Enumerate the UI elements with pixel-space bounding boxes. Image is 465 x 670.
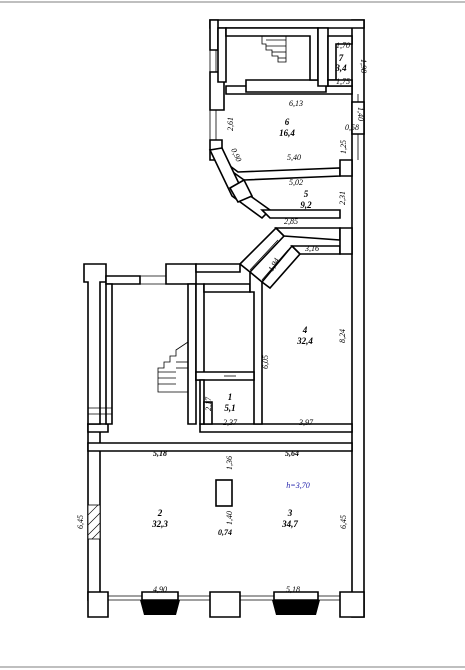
bottom-window-piers — [108, 595, 340, 615]
dim-r7-top: 1,70 — [336, 41, 350, 50]
room-area: 32,4 — [296, 336, 313, 346]
room-area: 32,3 — [151, 519, 168, 529]
room-2-label: 2 32,3 — [151, 508, 168, 529]
dim-r5-right: 2,31 — [338, 191, 347, 205]
center-core-walls — [195, 270, 263, 425]
dim-r6-top: 6,13 — [289, 99, 303, 108]
dim-r7-bottom: 1,75 — [336, 77, 350, 86]
room-area: 34,7 — [281, 519, 298, 529]
dim-r4-left: 6,05 — [261, 355, 270, 369]
room-4-label: 4 32,4 — [296, 325, 313, 346]
dim-r1-bottom: 2,37 — [223, 418, 238, 427]
room-number: 3 — [287, 508, 293, 518]
room-7-label: 7 3,4 — [334, 53, 347, 73]
room-area: 5,1 — [224, 403, 235, 413]
dim-r6-diag: 0,90 — [229, 147, 243, 163]
dim-r6-right-b: 0,58 — [345, 123, 359, 132]
dim-r4-top: 3,16 — [304, 244, 319, 253]
room-number: 1 — [228, 392, 233, 402]
room-number: 6 — [285, 117, 290, 127]
staircase-upper — [261, 36, 287, 63]
room-number: 7 — [339, 53, 344, 63]
dim-r6-left: 2,61 — [226, 117, 235, 131]
staircase-lower — [157, 341, 189, 393]
room-number: 5 — [304, 189, 309, 199]
hatched-niche — [87, 504, 101, 540]
left-wing-walls — [83, 263, 241, 425]
dim-r5-side-a: 1,25 — [339, 140, 348, 154]
dim-r5-bottom: 2,85 — [284, 217, 298, 226]
dim-r3-bottom: 5,18 — [286, 585, 300, 594]
dim-r1-left: 2,17 — [204, 396, 213, 411]
dim-partition-a: 1,36 — [225, 456, 234, 470]
dim-r7-side: 1,98 — [359, 59, 368, 73]
room-5-label: 5 9,2 — [300, 189, 312, 210]
dim-r4-bottom: 3,97 — [298, 418, 314, 427]
dim-partition-b: 1,40 — [225, 511, 234, 525]
dim-r6-right-a: 1,40 — [356, 107, 365, 121]
dimension-labels: 1,70 1,98 1,75 6,13 2,61 1,40 0,58 0,90 … — [76, 41, 368, 594]
room-6-label: 6 16,4 — [279, 117, 295, 138]
dim-r6-bottom: 5,40 — [287, 153, 301, 162]
room-area: 16,4 — [279, 128, 295, 138]
dim-r5-top: 5,02 — [289, 178, 303, 187]
dim-r2-left: 6,45 — [76, 515, 85, 529]
upper-wing-walls — [208, 27, 365, 220]
angled-corridor-walls — [238, 226, 353, 290]
hall-pillar — [215, 479, 233, 507]
dim-r2-bottom: 4,90 — [153, 585, 167, 594]
room-number: 4 — [302, 325, 308, 335]
room-area: 9,2 — [300, 200, 312, 210]
room-area: 3,4 — [334, 63, 347, 73]
room-3-label: 3 34,7 — [281, 508, 298, 529]
dim-hall-right-top: 5,64 — [285, 449, 299, 458]
room-1-label: 1 5,1 — [224, 392, 235, 413]
room-7-walls — [327, 35, 353, 87]
room-number: 2 — [157, 508, 163, 518]
dim-partition-c: 0,74 — [218, 528, 232, 537]
dim-hall-left-top: 5,18 — [153, 449, 167, 458]
dim-r3-right: 6,45 — [339, 515, 348, 529]
upper-window-marks — [209, 50, 359, 160]
dim-r4-right: 8,24 — [338, 329, 347, 343]
ceiling-height-label: h=3,70 — [286, 481, 309, 490]
